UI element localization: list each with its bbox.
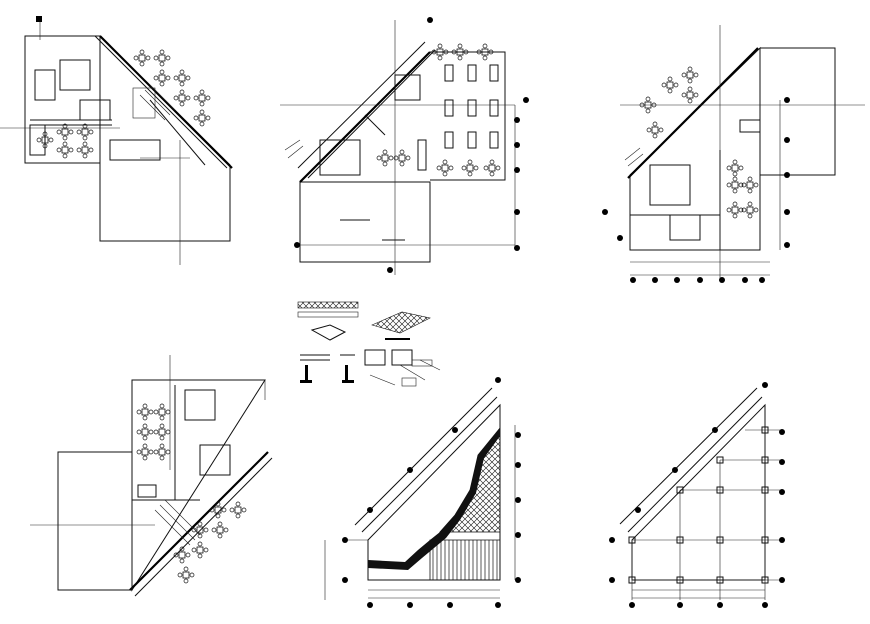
floor-plan-1: [0, 16, 233, 265]
column-nodes: [628, 426, 769, 584]
foundation-plan: [324, 377, 521, 608]
dim-bubbles-grid: [609, 382, 785, 608]
construction-details: [297, 301, 441, 387]
floor-plan-3: [602, 25, 865, 283]
tables-plan-1: [36, 49, 211, 159]
floor-plan-2: [280, 17, 529, 275]
tables-plan-3: [639, 66, 759, 219]
floor-plan-4: [30, 355, 273, 597]
structural-grid: [609, 382, 785, 608]
desks-plan-2: [444, 64, 499, 149]
